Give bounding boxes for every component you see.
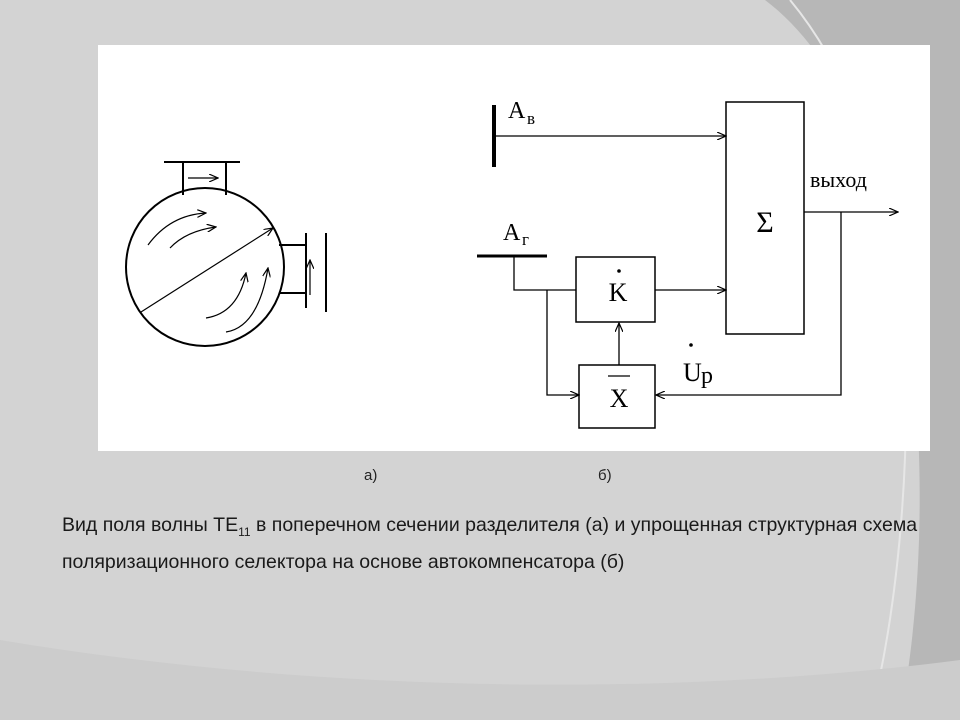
summer-block: Σ xyxy=(725,101,805,335)
caption-subscript: 11 xyxy=(238,524,251,539)
output-path: выход U p xyxy=(656,167,898,395)
summer-symbol: Σ xyxy=(756,206,773,239)
caption-part-1: Вид поля волны ТЕ xyxy=(62,514,239,536)
input-ag-sub: г xyxy=(522,230,529,249)
feedback-sub: p xyxy=(701,363,713,389)
diagram-canvas: А в А г Σ K X xyxy=(125,98,930,429)
feedback-label: U xyxy=(683,358,702,387)
input-ag-label: А xyxy=(503,220,521,246)
input-ab-sub: в xyxy=(527,109,535,128)
input-ab: А в xyxy=(492,98,726,167)
field-lines xyxy=(140,178,310,333)
input-ab-label: А xyxy=(508,98,526,124)
diagram-a-label: а) xyxy=(364,467,378,484)
splitter-cross-section xyxy=(125,161,327,347)
x-block: X xyxy=(578,323,656,429)
figure-panel: А в А г Σ K X xyxy=(98,45,930,451)
diagram-b-label: б) xyxy=(598,467,612,484)
output-label: выход xyxy=(810,167,867,192)
x-block-label: X xyxy=(610,384,629,413)
k-block-label: K xyxy=(609,278,628,307)
slide-caption: Вид поля волны ТЕ11 в поперечном сечении… xyxy=(62,510,922,577)
input-ag: А г xyxy=(477,220,579,395)
caption-part-2: в поперечном сечении разделителя (а) и у… xyxy=(62,514,918,573)
k-block: K xyxy=(575,256,726,323)
